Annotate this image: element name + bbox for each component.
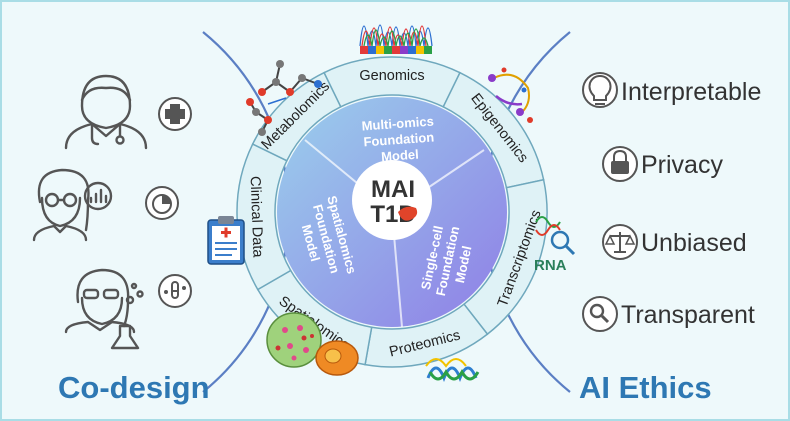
model-line: Foundation: [363, 130, 435, 150]
ai-ethics-title: AI Ethics: [579, 370, 712, 405]
scales-icon: [602, 224, 638, 260]
model-label-singlecell: Single-cell Foundation Model: [418, 224, 475, 297]
model-label-multiomics: Multi-omics Foundation Model: [361, 114, 435, 165]
lock-icon: [602, 146, 638, 182]
lightbulb-icon: [582, 72, 618, 108]
rna-label: RNA: [534, 257, 567, 274]
ring-segment-label: Genomics: [359, 68, 424, 84]
ring-segment-label: Clinical Data: [247, 176, 266, 259]
dna-sequencing-chromatogram-icon: [359, 24, 433, 54]
cell-icon: [315, 340, 359, 376]
ethics-label-unbiased: Unbiased: [641, 229, 747, 257]
logo-disc: [352, 160, 432, 240]
medical-cross-icon: [158, 97, 192, 131]
rna-search-icon: RNA: [534, 216, 576, 274]
logo-line1: MAI: [371, 176, 415, 203]
ethics-label-privacy: Privacy: [641, 151, 723, 179]
codesign-title: Co-design: [58, 370, 210, 405]
chromatin-icon: [488, 67, 533, 123]
omics-ring: GenomicsEpigenomicsTranscriptomicsProteo…: [236, 56, 548, 368]
ethics-label-transparent: Transparent: [621, 301, 755, 329]
model-line: Multi-omics: [361, 114, 434, 134]
model-line: Model: [381, 147, 420, 165]
molecule-icon: [246, 60, 322, 136]
clipboard-icon: [207, 216, 245, 265]
pancreas-logo-icon: [398, 206, 418, 221]
ethics-label-interpretable: Interpretable: [621, 78, 761, 106]
tissue-cell-icon: [266, 312, 322, 368]
scientist-analyst-icon: [32, 168, 113, 242]
doctor-icon: [64, 74, 148, 150]
magnifier-icon: [582, 296, 618, 332]
protein-helix-icon: [425, 358, 480, 383]
test-tube-icon: [158, 274, 192, 308]
lab-researcher-icon: [64, 268, 144, 350]
pie-chart-icon: [145, 186, 179, 220]
